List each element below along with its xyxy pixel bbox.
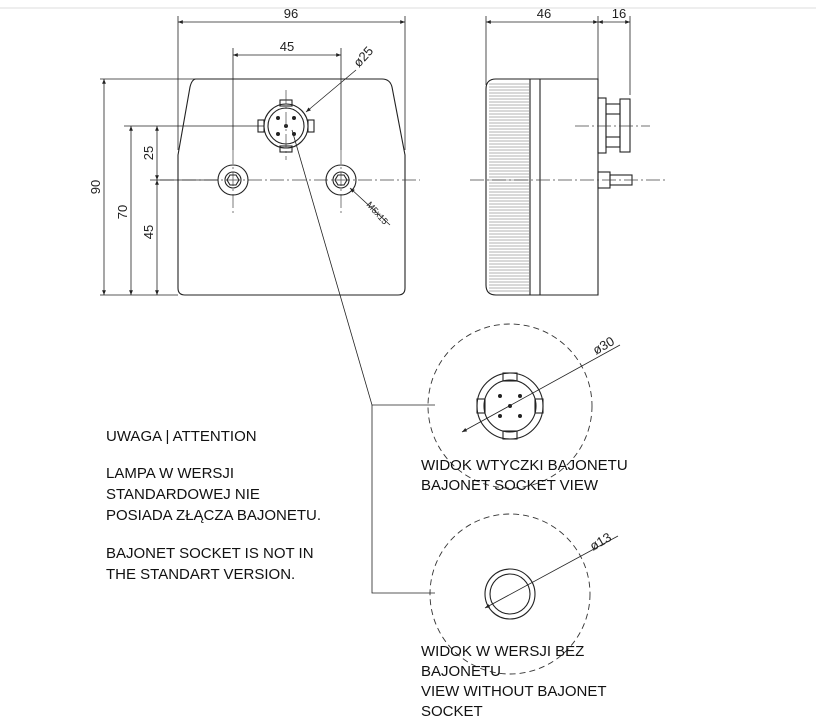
note-en-line1: BAJONET SOCKET IS NOT IN (106, 545, 314, 562)
side-view: 46 16 (470, 6, 665, 296)
detail-circle-socket (427, 323, 593, 489)
dim-spacing-45: 45 (280, 39, 294, 54)
dim-diameter-13: ø13 (587, 529, 614, 553)
dim-height-90: 90 (88, 180, 103, 194)
dim-leader-25 (305, 69, 357, 113)
dim-length-16: 16 (612, 6, 626, 21)
caption-plain-en1: VIEW WITHOUT BAJONET (421, 683, 607, 700)
caption-plain-en2: SOCKET (421, 703, 483, 720)
caption-socket-en: BAJONET SOCKET VIEW (421, 477, 599, 494)
side-housing-outline (485, 78, 599, 296)
dim-thread-m5x15: M5x15 (365, 200, 391, 227)
caption-socket-pl: WIDOK WTYCZKI BAJONETU (421, 457, 628, 474)
caption-plain-pl2: BAJONETU (421, 663, 501, 680)
attention-title: UWAGA | ATTENTION (106, 428, 257, 445)
dim-height-70: 70 (115, 205, 130, 219)
view-captions: WIDOK WTYCZKI BAJONETU BAJONET SOCKET VI… (421, 457, 628, 720)
note-pl-line2: STANDARDOWEJ NIE (106, 486, 260, 503)
dim-depth-46: 46 (537, 6, 551, 21)
note-pl-line1: LAMPA W WERSJI (106, 465, 234, 482)
caption-plain-pl1: WIDOK W WERSJI BEZ (421, 643, 584, 660)
attention-notes: UWAGA | ATTENTION LAMPA W WERSJI STANDAR… (106, 428, 321, 583)
front-view: 96 45 ø25 M5x15 90 70 25 45 (88, 6, 420, 296)
detail-leaders (291, 129, 435, 594)
note-pl-line3: POSIADA ZŁĄCZA BAJONETU. (106, 507, 321, 524)
dim-height-45: 45 (141, 225, 156, 239)
note-en-line2: THE STANDART VERSION. (106, 566, 295, 583)
right-mount-hole (325, 164, 357, 196)
dim-diameter-30: ø30 (590, 333, 617, 357)
front-connector (257, 90, 315, 160)
lamp-front-outline (177, 78, 406, 296)
side-connector (597, 97, 631, 154)
lens-ribs (489, 83, 529, 292)
detail-circle-plain (429, 513, 591, 675)
dim-diameter-25: ø25 (350, 43, 376, 70)
dim-height-25: 25 (141, 146, 156, 160)
dim-width-96: 96 (284, 6, 298, 21)
